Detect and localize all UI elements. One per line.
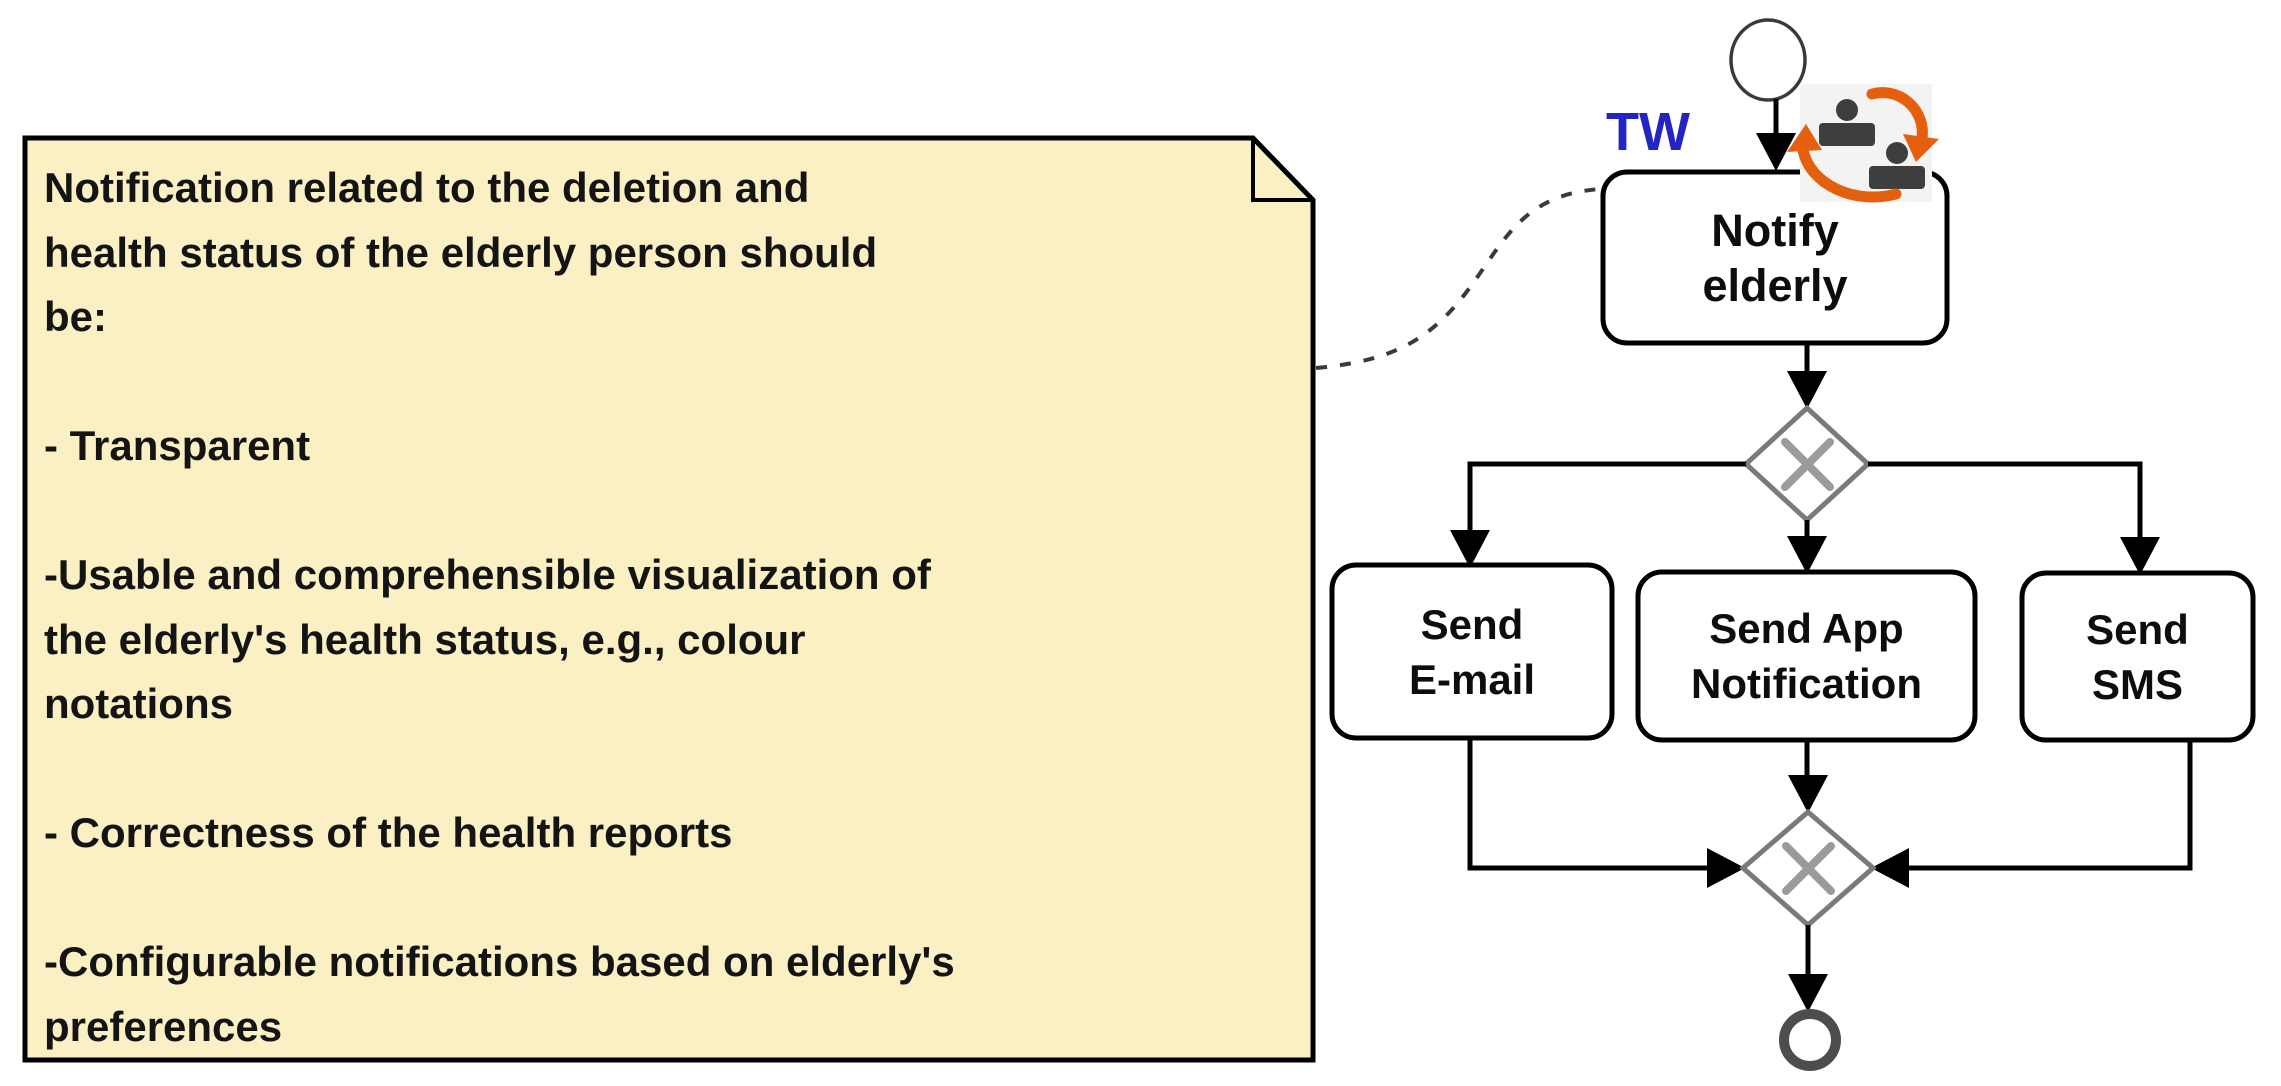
note-text: Notification related to the deletion and… xyxy=(44,164,955,1050)
task-send-email-box xyxy=(1329,562,1615,741)
task-send-sms-box xyxy=(2019,570,2256,743)
flow-email-to-gateway2 xyxy=(1467,740,1745,888)
flow-gateway1-to-email xyxy=(1450,461,1746,568)
people-swap-icon xyxy=(1787,84,1939,203)
end-event-circle xyxy=(1779,1009,1841,1071)
exclusive-gateway-merge xyxy=(1739,808,1877,929)
trigger-label: TW xyxy=(1606,102,1690,162)
flow-gateway1-to-sms xyxy=(1868,461,2160,575)
start-event-circle xyxy=(1729,18,1807,102)
task-notify-elderly-box xyxy=(1600,169,1950,346)
task-notify-elderly-label: Notify elderly xyxy=(1702,204,1848,311)
task-send-email-label: Send E-mail xyxy=(1408,600,1536,703)
note-body xyxy=(22,135,1316,1063)
flow-gateway2-to-end xyxy=(1788,925,1828,1012)
task-send-app-notification-label: Send App Notification xyxy=(1691,605,1922,707)
exclusive-gateway-split xyxy=(1742,404,1872,524)
annotation-note xyxy=(22,135,1316,1063)
note-dogear-crease xyxy=(1251,138,1313,202)
flow-start-to-notify xyxy=(1756,99,1796,171)
flow-notify-to-gateway1 xyxy=(1787,345,1827,409)
flow-app-to-gateway2 xyxy=(1788,740,1828,813)
flow-gateway1-to-app xyxy=(1787,520,1827,574)
flow-sms-to-gateway2 xyxy=(1871,740,2193,888)
task-send-sms-label: Send SMS xyxy=(2086,605,2189,708)
association-dashed-line xyxy=(1315,187,1602,370)
